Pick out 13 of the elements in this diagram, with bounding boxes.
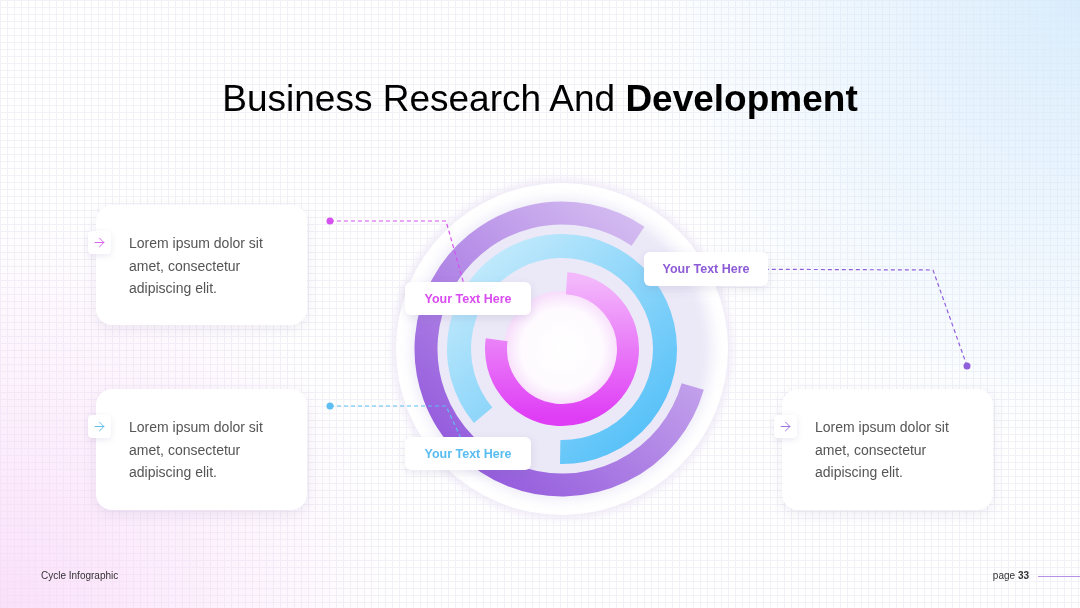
slide-title: Business Research And Development — [221, 77, 859, 121]
label-card — [644, 252, 768, 286]
body-text: Lorem ipsum dolor sit amet, consectetur adipiscing elit. — [129, 418, 264, 482]
leader-line — [326, 217, 464, 283]
page-number: page 33 — [992, 569, 1029, 583]
footer-text: Cycle Infographic — [41, 569, 119, 583]
label-card — [405, 282, 531, 315]
body-text: Lorem ipsum dolor sit amet, consectetur adipiscing elit. — [815, 418, 950, 482]
body-text: Lorem ipsum dolor sit amet, consectetur adipiscing elit. — [129, 234, 264, 298]
label-text: Your Text Here — [424, 290, 512, 307]
label-text: Your Text Here — [424, 445, 512, 462]
label-text: Your Text Here — [662, 261, 750, 277]
label-card — [405, 437, 531, 470]
